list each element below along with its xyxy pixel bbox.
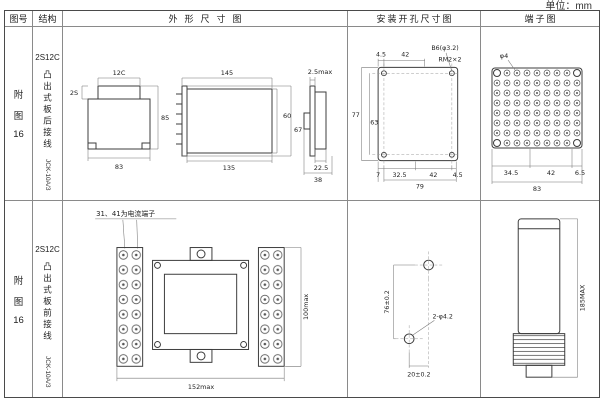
install-dim-lines — [360, 52, 456, 182]
fig-number-row2: 附 图 16 — [5, 201, 33, 397]
dim-rear-bottom: 152max — [187, 383, 213, 391]
structure-row1: 2S12C 凸出式板后接线 JCK-10A/3 — [33, 27, 63, 201]
outline-drawing-row1: 12C 2S 83 85 145 — [63, 27, 348, 201]
relay-rear-view — [115, 247, 285, 367]
dim-rear-right: 100max — [301, 294, 309, 320]
thread-spec-label: RM2×2 — [438, 56, 461, 63]
relay-front-view — [87, 85, 150, 149]
dim-install-b2: 42 — [429, 172, 437, 179]
current-terminal-note: 31、41为电流端子 — [96, 209, 155, 218]
cutout-outline — [377, 66, 458, 161]
fig-number: 16 — [13, 129, 24, 140]
dim-install-total: 79 — [415, 183, 423, 190]
terminal-dim-lines — [491, 59, 583, 184]
relay-panel-view — [303, 85, 326, 156]
structure-desc: 凸出式板前接线 — [42, 262, 53, 343]
dim-terminal-total: 83 — [533, 185, 541, 193]
terminal-drawing-row2: 185MAX — [481, 201, 599, 397]
panel-dim-lines — [303, 76, 332, 175]
dim-front-bottom: 83 — [114, 163, 122, 171]
centerlines — [371, 63, 460, 164]
spec-table: 图号 结构 外形尺寸图 安装开孔尺寸图 端子图 附 图 16 2S12C 凸出式… — [4, 10, 600, 398]
dim-terminal-hole: φ4 — [500, 52, 508, 60]
model-label: 2S12C — [35, 245, 60, 254]
header-terminal: 端子图 — [481, 11, 599, 27]
header-install: 安装开孔尺寸图 — [348, 11, 481, 27]
dim-install-top2: 42 — [401, 51, 409, 58]
mounting-holes — [403, 259, 434, 345]
outline-drawing-row2: 31、41为电流端子 152max 100max — [63, 201, 348, 397]
dim-front-top: 12C — [112, 69, 125, 77]
dim-install-b1: 32.5 — [392, 172, 406, 179]
dim-install2-bottom: 20±0.2 — [407, 372, 430, 379]
hole-size-label: 2-φ4.2 — [432, 313, 452, 320]
hole-centerlines — [395, 251, 442, 368]
hole-spec-label: B6(φ3.2) — [431, 44, 458, 51]
terminal-drawing-row1: φ4 34.5 42 6.5 83 — [481, 27, 599, 201]
dim-panel-top: 2.5max — [307, 68, 332, 76]
install2-dim-lines — [392, 264, 435, 368]
terminal-svg-row2: 185MAX — [512, 218, 587, 378]
dim-front-right: 85 — [161, 114, 169, 122]
relay-code: JCK-10A/3 — [44, 158, 51, 190]
dim-terminal-b3: 6.5 — [575, 169, 585, 177]
model-label: 2S12C — [35, 53, 60, 62]
dim-side-h2: 67 — [294, 126, 302, 134]
dim-panel-b1: 22.5 — [313, 164, 327, 172]
relay-code: JCK-10A/3 — [44, 355, 51, 387]
install-drawing-row1: 4.5 42 B6(φ3.2) RM2×2 77 63 7 32.5 42 4.… — [348, 27, 481, 201]
fig-number-row1: 附 图 16 — [5, 27, 33, 201]
outline-svg-row2: 31、41为电流端子 152max 100max — [94, 209, 309, 391]
dim-profile-height: 185MAX — [579, 284, 587, 311]
fig-char: 图 — [13, 111, 24, 122]
header-fig-no: 图号 — [5, 11, 33, 27]
dim-install2-vertical: 76±0.2 — [383, 290, 390, 313]
relay-profile — [512, 218, 566, 378]
rear-dim-lines — [116, 247, 301, 382]
fig-number: 16 — [13, 314, 24, 326]
outline-svg-row1: 12C 2S 83 85 145 — [69, 68, 332, 184]
fig-char: 附 — [13, 90, 24, 101]
dim-side-bottom: 135 — [222, 164, 234, 172]
dim-install-left1: 77 — [351, 111, 359, 118]
note-leaders — [94, 218, 176, 249]
terminal-block — [491, 67, 583, 148]
profile-dim-lines — [551, 218, 578, 378]
terminal-svg-row1: φ4 34.5 42 6.5 83 — [491, 52, 585, 193]
install-drawing-row2: 76±0.2 2-φ4.2 20±0.2 — [348, 201, 481, 397]
install-svg-row1: 4.5 42 B6(φ3.2) RM2×2 77 63 7 32.5 42 4.… — [351, 44, 462, 190]
dim-panel-b2: 38 — [313, 176, 321, 184]
header-outline: 外形尺寸图 — [63, 11, 348, 27]
dim-terminal-b1: 34.5 — [504, 169, 518, 177]
fig-char: 图 — [13, 296, 24, 308]
install-svg-row2: 76±0.2 2-φ4.2 20±0.2 — [383, 251, 452, 379]
dim-install-top1: 4.5 — [376, 51, 386, 58]
structure-desc: 凸出式板后接线 — [42, 70, 53, 151]
fig-char: 附 — [13, 275, 24, 287]
unit-label: 单位：mm — [545, 1, 592, 12]
dim-front-left: 2S — [69, 89, 77, 97]
front-dim-lines — [81, 77, 158, 161]
dim-install-b0: 7 — [376, 172, 380, 179]
dim-install-left2: 63 — [370, 119, 378, 126]
structure-row2: 2S12C 凸出式板前接线 JCK-10A/3 — [33, 201, 63, 397]
dim-install-b3: 4.5 — [452, 172, 462, 179]
header-structure: 结构 — [33, 11, 63, 27]
side-dim-lines — [181, 77, 291, 163]
relay-side-view — [175, 85, 272, 156]
dim-terminal-b2: 42 — [547, 169, 555, 177]
dim-side-h1: 60 — [283, 112, 291, 120]
dim-side-top: 145 — [220, 69, 232, 77]
